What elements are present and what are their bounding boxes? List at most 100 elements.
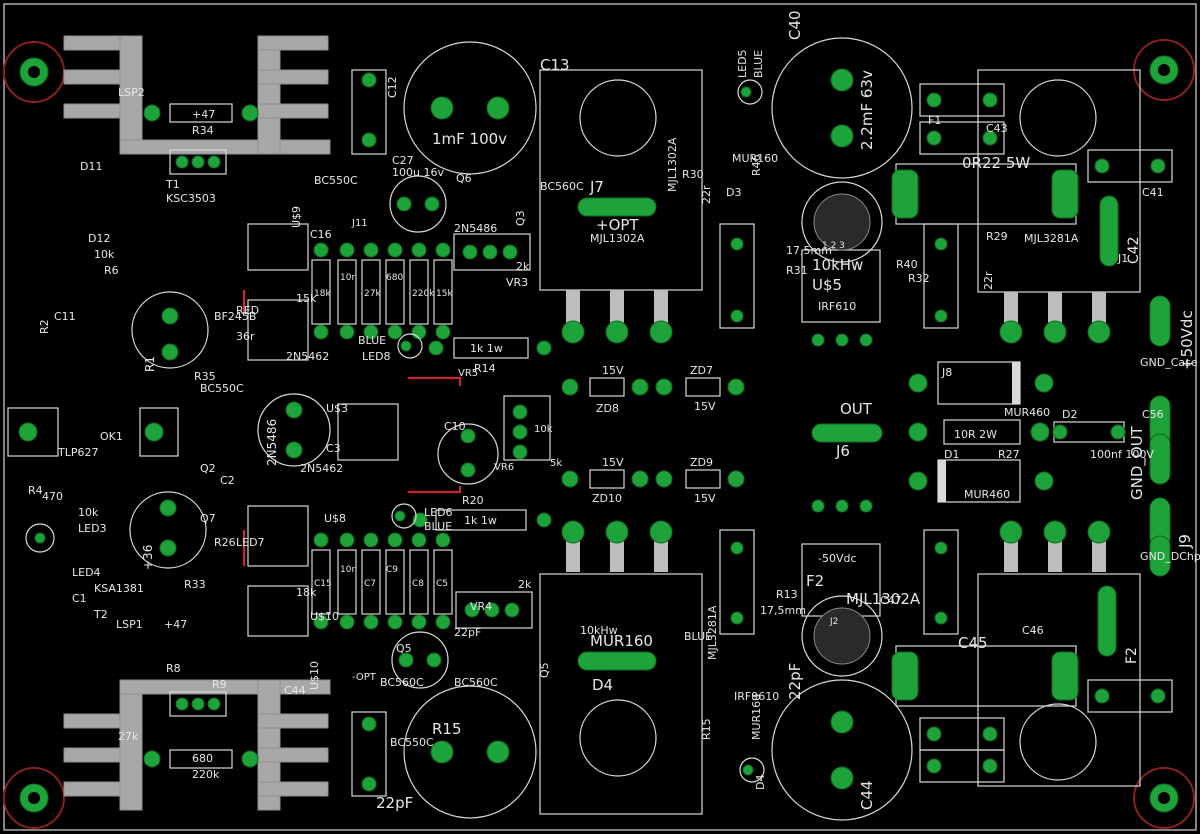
fuse-f2[interactable] bbox=[891, 645, 1079, 707]
cap-c3[interactable] bbox=[337, 403, 399, 461]
cap-c43[interactable] bbox=[919, 83, 1005, 117]
cap-c56[interactable] bbox=[1052, 421, 1126, 443]
connector-out[interactable] bbox=[811, 423, 883, 443]
resistor-row-bottom[interactable] bbox=[311, 532, 453, 630]
zener-zd10[interactable] bbox=[561, 469, 649, 489]
cap-1u-mid-bottom[interactable] bbox=[247, 585, 309, 637]
diode-d1-mur460[interactable] bbox=[908, 459, 1054, 503]
q2-label: C2 bbox=[220, 474, 235, 487]
resistor-r34[interactable] bbox=[143, 103, 259, 123]
cap-c14[interactable] bbox=[247, 299, 309, 361]
q6-part: U$9 bbox=[290, 206, 303, 228]
led9-color: D4 bbox=[754, 775, 767, 790]
led7-color: 470 bbox=[42, 490, 63, 503]
vr-2k-top: 2k bbox=[516, 260, 530, 273]
trimmer-vr6-10k[interactable] bbox=[503, 395, 551, 461]
cap-c45[interactable] bbox=[919, 749, 1005, 783]
cap-1u-mid-top[interactable] bbox=[247, 223, 309, 271]
cap-c44-2m2-bottom[interactable] bbox=[771, 679, 913, 821]
ok1-label: OK1 bbox=[100, 430, 123, 443]
cap-c40-2m2-top[interactable] bbox=[771, 37, 913, 179]
resistor-r27-10r[interactable] bbox=[908, 419, 1050, 445]
u9-label: Q6 bbox=[456, 172, 472, 185]
mounting-hole-top-left[interactable] bbox=[3, 41, 65, 103]
r-680-b: C7 bbox=[364, 579, 376, 589]
c8-label: Q5 bbox=[396, 642, 412, 655]
led-led7[interactable] bbox=[25, 523, 55, 553]
zd-15v-d: 15V bbox=[694, 492, 716, 505]
cap-c16-1mf-bottom[interactable] bbox=[403, 685, 537, 819]
cap-c46[interactable] bbox=[1087, 679, 1173, 713]
diode-d2-mur460[interactable] bbox=[908, 361, 1054, 405]
svg-text:U$9: U$9 bbox=[290, 206, 303, 228]
mounting-hole-bottom-left[interactable] bbox=[3, 767, 65, 829]
cap-c13-1mf-top[interactable] bbox=[403, 41, 537, 175]
mosfet-irf610[interactable] bbox=[801, 181, 883, 347]
resistor-r20-1k1w[interactable] bbox=[412, 509, 552, 531]
vr4-label: VR4 bbox=[470, 600, 492, 613]
resistor-row-top[interactable] bbox=[311, 242, 453, 340]
cap-c15[interactable] bbox=[351, 711, 387, 797]
cap-c42[interactable] bbox=[1087, 149, 1173, 183]
resistor-r14-1k1w[interactable] bbox=[428, 337, 552, 359]
led-led5[interactable] bbox=[737, 79, 763, 105]
resistor-r15-bottom[interactable] bbox=[719, 529, 755, 635]
pot-size-top: 1 2 3 bbox=[822, 241, 845, 251]
led-led8[interactable] bbox=[397, 333, 423, 359]
cap-1mf-10v-mid[interactable] bbox=[257, 393, 331, 467]
connector-minus-50vdc[interactable] bbox=[1097, 585, 1117, 657]
cap-2m2-10v-bottom[interactable] bbox=[129, 491, 207, 569]
mounting-hole-bottom-right[interactable] bbox=[1133, 767, 1195, 829]
led-led9[interactable] bbox=[739, 757, 765, 783]
c5-label: BC560C bbox=[380, 676, 424, 689]
trimmer-vr4[interactable] bbox=[455, 591, 533, 629]
transistor-t2-ksa1381[interactable] bbox=[169, 691, 227, 717]
connector-gnd-case[interactable] bbox=[1149, 295, 1171, 347]
mounting-hole-top-right[interactable] bbox=[1133, 39, 1195, 101]
connector-gnd-dchp[interactable] bbox=[1149, 497, 1171, 577]
r-18k-a: 15k bbox=[436, 289, 453, 299]
transistor-mjl3281a-bottom[interactable] bbox=[539, 520, 703, 815]
connector-gnd-out[interactable] bbox=[1149, 395, 1171, 485]
transistor-mjl3281a-right[interactable] bbox=[977, 69, 1141, 344]
cap-c41[interactable] bbox=[919, 121, 1005, 155]
zener-zd9[interactable] bbox=[655, 469, 745, 489]
j1-label: J1 bbox=[1117, 252, 1128, 265]
cap-c12[interactable] bbox=[351, 69, 387, 155]
pot-size-bottom: J2 bbox=[829, 617, 838, 627]
zd10-label: ZD10 bbox=[592, 492, 622, 505]
cap-c27[interactable] bbox=[389, 175, 447, 233]
cap-c10[interactable] bbox=[437, 423, 499, 485]
svg-text:2.2mF 63v: 2.2mF 63v bbox=[858, 70, 876, 150]
j6-label: J6 bbox=[835, 442, 850, 460]
resistor-r29-right[interactable] bbox=[923, 223, 959, 329]
resistor-r33[interactable] bbox=[143, 749, 259, 769]
transistor-mjl1302a-top[interactable] bbox=[539, 69, 703, 344]
resistor-r13-right[interactable] bbox=[923, 529, 959, 635]
d11-label: D11 bbox=[80, 160, 102, 173]
c56-value: D2 bbox=[1062, 408, 1077, 421]
cap-2m2-top: 2.2mF 63v bbox=[858, 70, 876, 150]
connector-opt-plus[interactable] bbox=[577, 197, 657, 217]
connector-opt-minus[interactable] bbox=[577, 651, 657, 671]
connector-plus-50vdc[interactable] bbox=[1099, 195, 1119, 267]
optocoupler-ok1[interactable] bbox=[7, 407, 179, 457]
cap-22pf-bottom: -OPT bbox=[352, 672, 377, 683]
cap-22pf-top: J11 bbox=[351, 218, 368, 229]
cap-c11[interactable] bbox=[247, 505, 309, 567]
cap-c8[interactable] bbox=[391, 631, 449, 689]
led5-color: BLUE bbox=[752, 50, 765, 78]
cap-2m2-10v-top[interactable] bbox=[131, 291, 209, 369]
fuse-f1[interactable] bbox=[891, 163, 1079, 225]
zener-zd8[interactable] bbox=[561, 377, 649, 397]
transistor-t1-ksc3503[interactable] bbox=[169, 149, 227, 175]
cap-c47[interactable] bbox=[919, 717, 1005, 751]
zener-zd7[interactable] bbox=[655, 377, 745, 397]
mjl1302-bottom: C46 bbox=[1022, 624, 1044, 637]
mosfet-irf9610[interactable] bbox=[801, 499, 883, 677]
trimmer-vr3[interactable] bbox=[453, 233, 531, 271]
c40-label: C40 bbox=[786, 10, 804, 40]
gnd-out: GND_OUT bbox=[1128, 425, 1147, 500]
resistor-r29-top[interactable] bbox=[719, 223, 755, 329]
led-led6[interactable] bbox=[391, 503, 417, 529]
